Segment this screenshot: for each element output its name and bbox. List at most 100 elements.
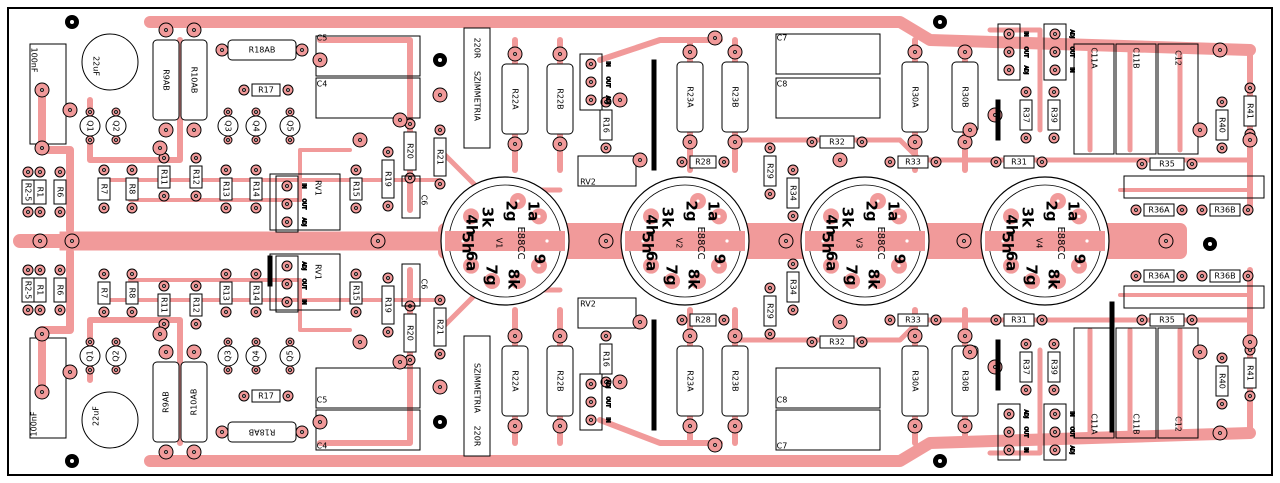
label-r6: R6 xyxy=(56,187,65,198)
pad-hole xyxy=(288,110,292,114)
pad-hole xyxy=(1180,274,1184,278)
regulator-pin-pin_in: IN xyxy=(605,61,611,66)
pad-hole xyxy=(1220,402,1224,406)
label-r7: R7 xyxy=(100,288,109,299)
label-r28: R28 xyxy=(695,316,711,325)
resistor-r13 xyxy=(219,177,233,201)
regulator xyxy=(275,255,299,313)
pad-hole xyxy=(38,170,42,174)
label-q3: Q3 xyxy=(224,120,233,131)
label-c12: C12 xyxy=(1174,416,1183,432)
pad-hole xyxy=(26,268,30,272)
pad-hole xyxy=(810,140,814,144)
pad-hole xyxy=(58,170,62,174)
label-r11: R11 xyxy=(160,169,169,185)
label-r40: R40 xyxy=(1218,373,1227,389)
label-r22a: R22A xyxy=(511,88,520,110)
pad-hole xyxy=(192,28,196,32)
pad-hole xyxy=(513,334,517,338)
resistor-r34 xyxy=(786,177,800,209)
tube-pin-hole xyxy=(1009,214,1013,218)
label-c11b: C11B xyxy=(1132,413,1141,434)
tube-pin-hole xyxy=(516,199,520,203)
tube-pin-label: 3k xyxy=(659,207,677,228)
tube-pin-label: 8k xyxy=(685,269,703,290)
label-r23a: R23A xyxy=(686,86,695,108)
pad-hole xyxy=(254,340,258,344)
pad-hole xyxy=(589,400,593,404)
pad-hole xyxy=(784,239,788,243)
pad-hole xyxy=(688,424,692,428)
pad-hole xyxy=(40,390,44,394)
pad-hole xyxy=(164,350,168,354)
tube-pin-hole xyxy=(1056,279,1060,283)
symmetry-box-top xyxy=(463,27,491,149)
pad-hole xyxy=(589,80,593,84)
pad-hole xyxy=(114,138,118,142)
pad-hole xyxy=(1200,274,1204,278)
regulator-pin-pin_in: IN xyxy=(301,299,307,304)
pad-hole xyxy=(1007,68,1011,72)
label-r30a: R30A xyxy=(911,86,920,108)
resistor-r11 xyxy=(157,165,171,189)
pad-hole xyxy=(589,62,593,66)
pad-hole xyxy=(810,340,814,344)
label-c8: C8 xyxy=(777,396,788,405)
pad-hole xyxy=(408,176,412,180)
pad-hole xyxy=(1248,138,1252,142)
regulator-pin-pin_in: IN xyxy=(1069,67,1075,72)
tube-type: E88CC xyxy=(875,226,886,259)
label-r37: R37 xyxy=(1022,359,1031,375)
pad-hole xyxy=(1218,431,1222,435)
tube-pin-label: 2g xyxy=(863,200,881,221)
label-r18ab: R18AB xyxy=(249,428,276,437)
resistor-r8 xyxy=(125,281,139,305)
regulator xyxy=(997,23,1021,81)
pad-hole xyxy=(226,110,230,114)
pad-hole xyxy=(1024,90,1028,94)
label-r16: R16 xyxy=(602,117,611,133)
pad-hole xyxy=(354,310,358,314)
tube-pin-hole xyxy=(1009,264,1013,268)
pad-hole xyxy=(354,168,358,172)
pad-hole xyxy=(604,334,608,338)
tube-pin-label: 5h xyxy=(459,232,477,253)
resistor-r11 xyxy=(157,293,171,317)
label-q4: Q4 xyxy=(252,120,261,131)
pad-hole xyxy=(1246,274,1250,278)
pad-hole xyxy=(934,318,938,322)
pad-hole xyxy=(114,110,118,114)
capacitor-c8 xyxy=(775,77,881,119)
label-r29: R29 xyxy=(766,163,775,179)
pad-hole xyxy=(68,370,72,374)
pad-hole xyxy=(558,424,562,428)
pad-hole xyxy=(408,122,412,126)
tube-pin-hole xyxy=(829,214,833,218)
resistor-r28 xyxy=(689,313,717,327)
pad-hole xyxy=(254,168,258,172)
pad-hole xyxy=(254,110,258,114)
pad-hole xyxy=(638,158,642,162)
pad-hole xyxy=(130,168,134,172)
pad-hole xyxy=(1007,50,1011,54)
label-r8: R8 xyxy=(128,288,137,299)
label-q1: Q1 xyxy=(86,120,95,131)
pad-hole xyxy=(194,194,198,198)
pad-hole xyxy=(26,170,30,174)
tube-pin-label: 6a xyxy=(823,251,841,272)
label-r33: R33 xyxy=(905,158,921,167)
pad-hole xyxy=(286,88,290,92)
capacitor-c5 xyxy=(315,367,421,409)
pad-hole xyxy=(354,206,358,210)
label-c4: C4 xyxy=(317,80,328,89)
pad-hole xyxy=(26,308,30,312)
regulator-pin-pin_adj: ADJ xyxy=(301,218,307,227)
top-rail xyxy=(144,16,1256,56)
label-r32: R32 xyxy=(829,338,845,347)
pad-hole xyxy=(722,160,726,164)
jumper-bar xyxy=(1109,301,1115,433)
label-c7: C7 xyxy=(777,442,788,451)
label-r37: R37 xyxy=(1022,107,1031,123)
regulator-pin-pin_adj: ADJ xyxy=(301,262,307,271)
tube-pin-label: 9 xyxy=(711,254,729,264)
